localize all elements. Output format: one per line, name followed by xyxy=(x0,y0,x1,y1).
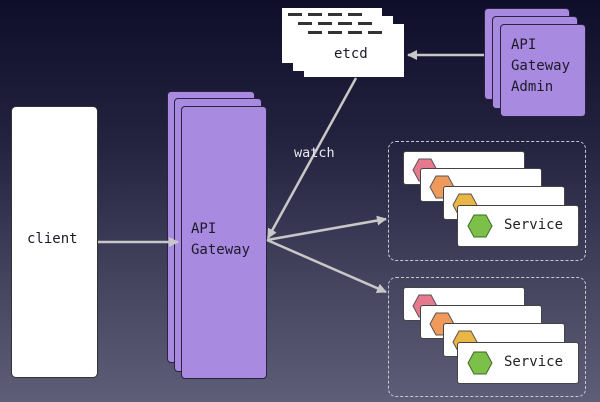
admin-label-line2: Gateway xyxy=(511,58,571,74)
service-group-1 xyxy=(388,141,586,261)
client-node: client xyxy=(11,106,98,378)
gateway-label-line2: Gateway xyxy=(191,242,251,258)
watch-label: watch xyxy=(294,145,335,161)
etcd-label: etcd xyxy=(334,46,368,62)
admin-label-line3: Admin xyxy=(511,79,554,95)
service-card-front: Service xyxy=(457,205,579,247)
gateway-node: API Gateway xyxy=(181,106,267,379)
arrow-etcd-to-gateway xyxy=(266,77,358,239)
hexagon-icon xyxy=(467,351,493,375)
service-card-front: Service xyxy=(457,342,579,384)
arrow-gateway-to-group-2 xyxy=(266,238,387,294)
arrow-gateway-to-group-1 xyxy=(266,215,387,242)
admin-label-line1: API xyxy=(511,37,537,53)
service-label: Service xyxy=(504,217,564,233)
admin-node: API Gateway Admin xyxy=(500,24,586,117)
service-group-2 xyxy=(388,277,586,397)
hexagon-icon xyxy=(467,214,493,238)
gateway-label-line1: API xyxy=(191,221,217,237)
client-label: client xyxy=(27,231,78,247)
service-label: Service xyxy=(504,354,564,370)
